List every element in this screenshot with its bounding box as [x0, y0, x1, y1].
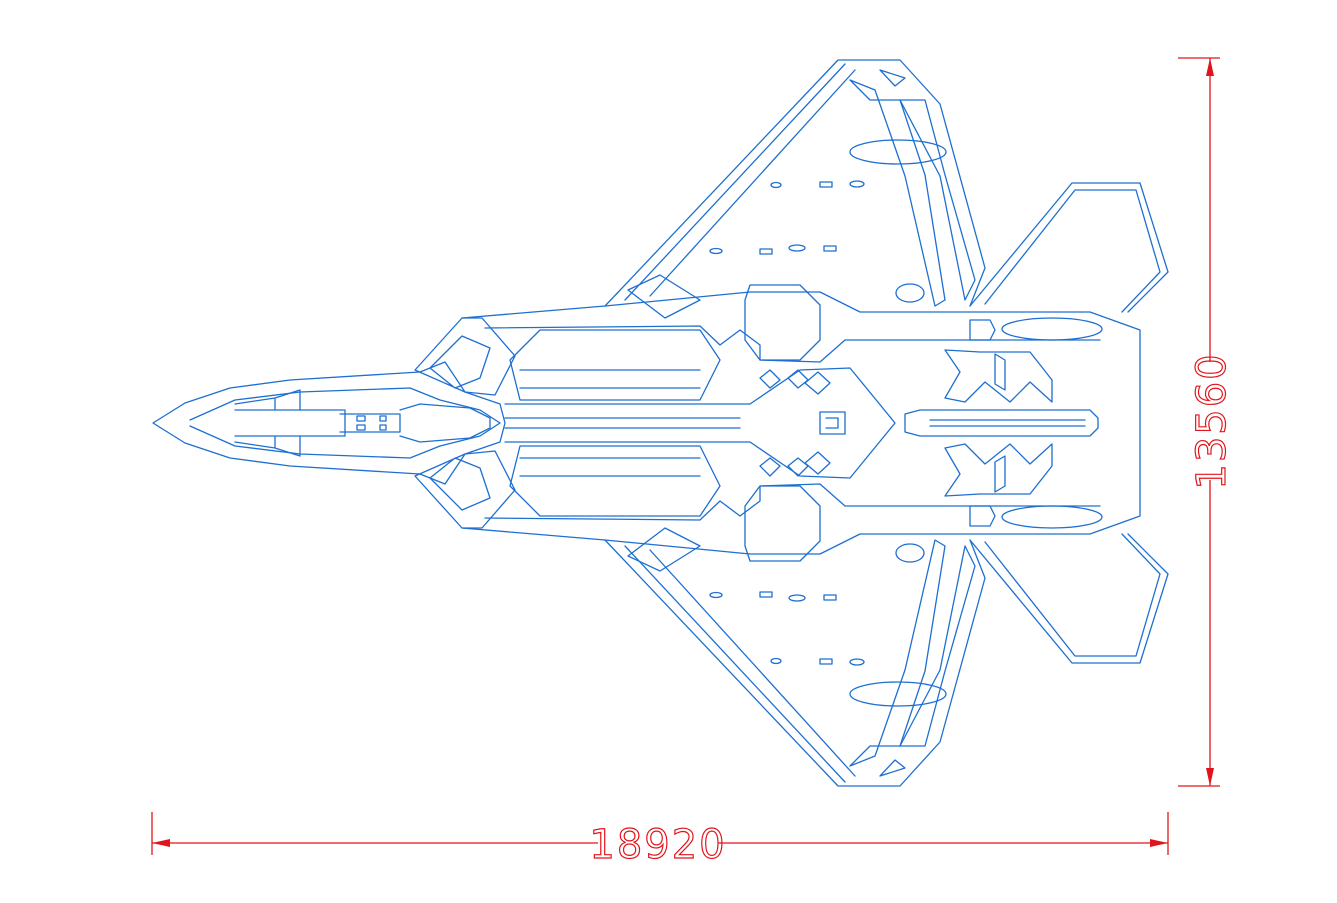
wing-upper-hatch — [895, 283, 925, 303]
center-emblem — [819, 411, 846, 435]
stabilizer-upper — [969, 182, 1169, 313]
fuselage-inner-upper — [484, 325, 1101, 363]
wing-upper-marker — [788, 244, 806, 252]
spine-center — [504, 367, 896, 479]
wing-lower-marker — [788, 594, 806, 602]
wing-lower-flap — [849, 539, 946, 777]
nozzle-lower — [944, 443, 1053, 527]
tail-boom — [904, 409, 1099, 437]
span-arrow-top — [1206, 58, 1214, 76]
wing-lower-fairing — [849, 681, 947, 707]
nose-panel-lines — [234, 389, 301, 457]
length-arrow-right — [1150, 839, 1168, 847]
nozzle-upper — [944, 319, 1053, 403]
wing-upper-marker — [823, 245, 837, 252]
wing-lower — [604, 539, 986, 787]
nose-sensor — [379, 424, 387, 431]
span-dimension: 13560 — [1178, 57, 1236, 787]
wing-lower-marker — [823, 594, 837, 601]
nose-outline — [152, 361, 506, 485]
weapon-bay-upper — [509, 329, 721, 401]
center-vent — [759, 369, 831, 477]
aft-fuselage-upper — [744, 284, 821, 361]
wing-upper-marker — [759, 248, 773, 255]
nozzle-fairing-lower — [1001, 505, 1103, 529]
wing-lower-leading-edge — [624, 545, 856, 783]
span-arrow-bottom — [1206, 768, 1214, 786]
nozzle-fairing-upper — [1001, 317, 1103, 341]
nose-sensor — [356, 415, 366, 422]
wing-upper-marker — [819, 181, 833, 188]
wing-upper-strut — [627, 274, 701, 319]
wing-lower-aileron — [899, 545, 976, 747]
stabilizer-lower — [969, 533, 1169, 664]
length-value: 18920 — [589, 822, 726, 868]
intake-lower — [414, 450, 516, 529]
wing-upper-aileron — [899, 99, 976, 301]
wing-upper-marker — [770, 181, 782, 189]
wing-lower-marker — [709, 591, 723, 599]
weapon-bay-lower — [509, 445, 721, 517]
wing-lower-marker — [819, 658, 833, 665]
wing-lower-marker — [849, 658, 865, 666]
wing-upper-flap — [849, 69, 946, 307]
length-arrow-left — [152, 839, 170, 847]
span-value: 13560 — [1189, 352, 1235, 489]
nose-sensor — [379, 415, 387, 422]
canopy-centerline — [234, 403, 491, 443]
aft-fuselage-lower — [744, 485, 821, 562]
nose-sensor — [356, 424, 366, 431]
aircraft-outline — [152, 59, 1169, 787]
wing-lower-marker — [759, 591, 773, 598]
length-dimension: 18920 — [151, 812, 1169, 869]
wing-upper — [604, 59, 986, 307]
fuselage-outline — [461, 291, 1141, 555]
wing-lower-strut — [627, 527, 701, 572]
fuselage-inner-lower — [484, 483, 1101, 521]
wing-upper-marker — [709, 247, 723, 255]
wing-upper-fairing — [849, 139, 947, 165]
wing-lower-marker — [770, 657, 782, 665]
wing-lower-hatch — [895, 543, 925, 563]
wing-upper-leading-edge — [624, 63, 856, 301]
wing-upper-marker — [849, 180, 865, 188]
rudder-details — [994, 353, 1006, 493]
intake-upper — [414, 317, 516, 396]
